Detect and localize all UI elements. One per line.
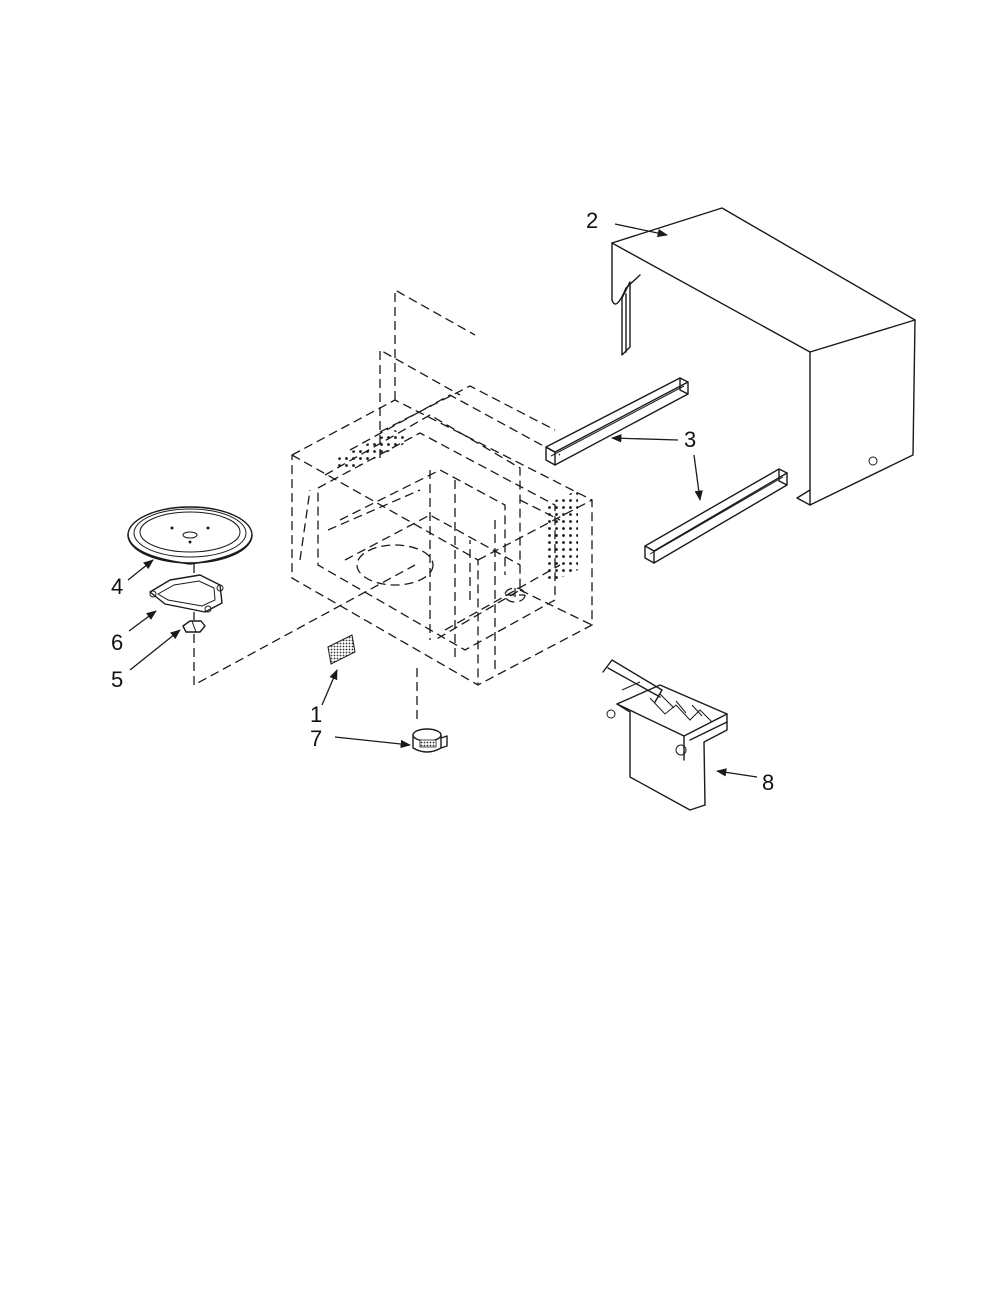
leader-lines — [127, 223, 758, 778]
callout-6: 6 — [111, 630, 123, 655]
callout-2: 2 — [586, 208, 598, 233]
callout-7: 7 — [310, 726, 322, 751]
outer-cabinet-part — [611, 207, 916, 506]
waveguide-cover-part — [327, 634, 356, 665]
callout-8: 8 — [762, 770, 774, 795]
rail-part-lower — [644, 468, 788, 564]
chassis-outline — [291, 288, 593, 686]
callout-5: 5 — [111, 667, 123, 692]
chassis-vent-side — [545, 490, 578, 585]
turntable-motor-part — [412, 728, 448, 753]
turntable-tray-part — [127, 506, 253, 565]
chassis-vent-top — [330, 430, 412, 472]
alignment-lines — [193, 564, 418, 722]
callout-1: 1 — [310, 702, 322, 727]
callout-3-upper: 3 — [684, 427, 696, 452]
coupler-part — [182, 620, 206, 633]
roller-ring-part — [149, 574, 224, 613]
callout-4: 4 — [111, 574, 123, 599]
rail-part-upper — [545, 377, 689, 466]
latch-bracket-part — [602, 659, 728, 811]
